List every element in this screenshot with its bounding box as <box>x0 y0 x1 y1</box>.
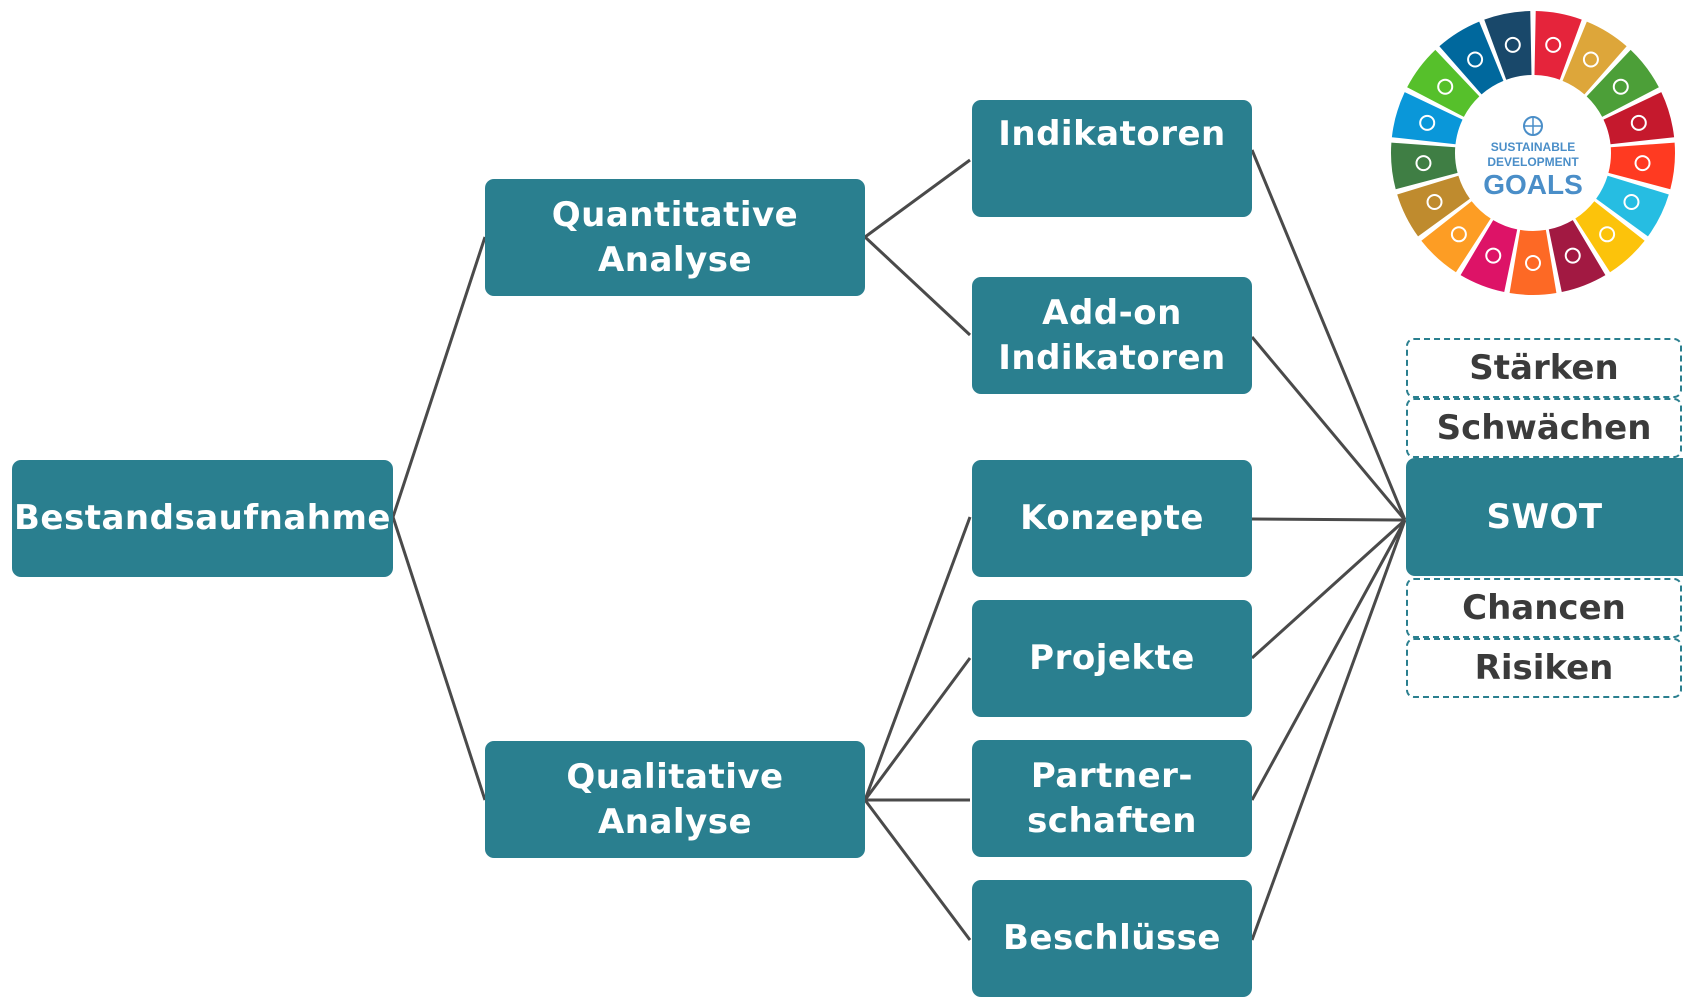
node-beschluesse-label: Beschlüsse <box>1003 918 1221 959</box>
node-addon-indikatoren: Add-on Indikatoren <box>972 277 1252 394</box>
sdg-segment-2 <box>1562 21 1627 95</box>
node-addon-indikatoren-label: Add-on Indikatoren <box>998 293 1226 378</box>
sdg-segment-11 <box>1421 201 1491 273</box>
node-quantitative-analyse: Quantitative Analyse <box>485 179 865 296</box>
sdg-segment-12 <box>1397 175 1470 237</box>
sdg-goal-icon-6 <box>1623 194 1640 211</box>
node-projekte: Projekte <box>972 600 1252 717</box>
sdg-goal-icon-8 <box>1564 247 1581 264</box>
sdg-segment-3 <box>1586 49 1659 117</box>
sdg-goal-icon-3 <box>1612 78 1629 95</box>
sdg-goal-icon-2 <box>1582 51 1599 68</box>
un-emblem-icon <box>1523 116 1543 136</box>
node-swot-label: SWOT <box>1486 496 1603 537</box>
node-swot: SWOT <box>1406 458 1683 576</box>
edge-bestand-qual <box>391 516 487 801</box>
sdg-goal-icon-16 <box>1467 51 1484 68</box>
sdg-segment-5 <box>1608 142 1676 190</box>
edge-qual-projekte <box>863 657 972 801</box>
sdg-goal-icon-4 <box>1630 114 1647 131</box>
sdg-goal-icon-1 <box>1545 36 1562 53</box>
edge-konzepte-swot <box>1251 517 1406 522</box>
edge-addon-swot <box>1250 336 1407 521</box>
edge-quant-indikatoren <box>864 158 971 239</box>
node-indikatoren: Indikatoren <box>972 100 1252 217</box>
sdg-goal-icon-12 <box>1426 194 1443 211</box>
sdg-goal-icon-11 <box>1450 226 1467 243</box>
sdg-segment-10 <box>1460 220 1518 293</box>
sdg-segment-16 <box>1439 21 1504 95</box>
swot-risiken-label: Risiken <box>1474 648 1614 688</box>
node-beschluesse: Beschlüsse <box>972 880 1252 997</box>
edge-indikatoren-swot <box>1250 149 1407 521</box>
sdg-goal-icon-14 <box>1419 114 1436 131</box>
sdg-goal-icon-9 <box>1525 255 1541 271</box>
edge-qual-beschluesse <box>863 799 972 941</box>
sdg-logo: SUSTAINABLE DEVELOPMENT GOALS <box>1390 11 1676 296</box>
swot-staerken-label: Stärken <box>1469 348 1619 388</box>
node-konzepte-label: Konzepte <box>1020 498 1204 539</box>
sdg-segment-1 <box>1534 11 1582 80</box>
node-konzepte: Konzepte <box>972 460 1252 577</box>
sdg-logo-line1: SUSTAINABLE <box>1491 140 1575 154</box>
sdg-goal-icon-7 <box>1599 226 1616 243</box>
sdg-goal-icon-5 <box>1634 155 1651 172</box>
sdg-segment-14 <box>1391 92 1463 145</box>
swot-staerken: Stärken <box>1406 338 1682 398</box>
swot-chancen-label: Chancen <box>1462 588 1626 628</box>
edge-bestand-quant <box>391 236 487 518</box>
edge-qual-konzepte <box>863 516 972 801</box>
swot-risiken: Risiken <box>1406 638 1682 698</box>
swot-schwaechen: Schwächen <box>1406 398 1682 458</box>
edge-partner-swot <box>1250 519 1407 801</box>
node-bestandsaufnahme: Bestandsaufnahme <box>12 460 393 577</box>
node-quantitative-analyse-label: Quantitative Analyse <box>551 195 799 280</box>
sdg-segment-7 <box>1575 201 1645 273</box>
node-partnerschaften: Partner- schaften <box>972 740 1252 857</box>
sdg-segment-13 <box>1390 142 1458 190</box>
sdg-segment-8 <box>1548 220 1606 293</box>
node-partnerschaften-label: Partner- schaften <box>1027 756 1197 841</box>
node-indikatoren-label: Indikatoren <box>998 114 1226 154</box>
sdg-logo-line2: DEVELOPMENT <box>1487 155 1579 169</box>
swot-schwaechen-label: Schwächen <box>1436 408 1652 448</box>
edge-quant-addon <box>863 235 972 337</box>
sdg-segment-9 <box>1509 229 1557 296</box>
sdg-wheel-ring <box>1390 11 1676 296</box>
edge-beschluesse-swot <box>1250 519 1407 941</box>
node-qualitative-analyse: Qualitative Analyse <box>485 741 865 858</box>
sdg-goal-icon-15 <box>1437 78 1454 95</box>
sdg-segment-15 <box>1407 49 1480 117</box>
sdg-segment-6 <box>1596 175 1669 237</box>
sdg-goal-icon-17 <box>1504 36 1521 53</box>
node-qualitative-analyse-label: Qualitative Analyse <box>566 757 784 842</box>
edge-projekte-swot <box>1250 518 1407 660</box>
swot-chancen: Chancen <box>1406 578 1682 638</box>
sdg-goal-icon-13 <box>1415 155 1432 172</box>
sdg-goal-icon-10 <box>1485 247 1502 264</box>
node-bestandsaufnahme-label: Bestandsaufnahme <box>14 498 391 539</box>
sdg-segment-4 <box>1603 92 1675 145</box>
sdg-logo-line3: GOALS <box>1483 169 1583 200</box>
node-projekte-label: Projekte <box>1029 638 1195 679</box>
sdg-segment-17 <box>1484 11 1532 80</box>
